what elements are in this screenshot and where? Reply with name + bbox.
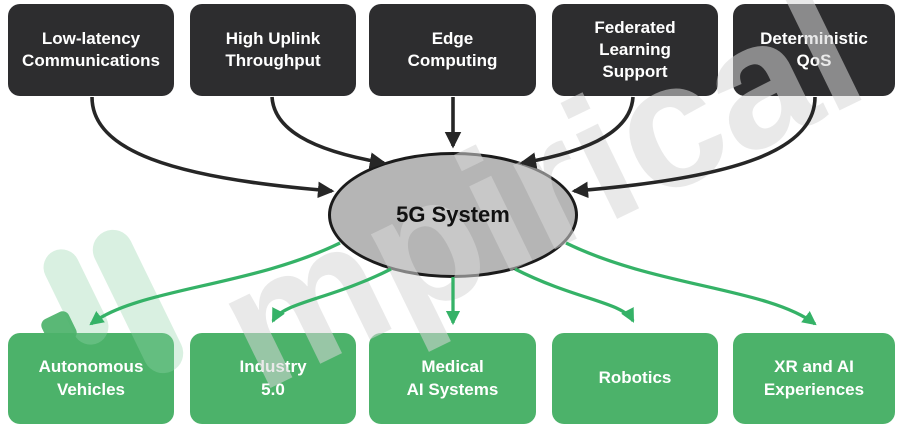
5g-system-label: 5G System	[396, 202, 510, 227]
arrow-input-deterministic-qos	[571, 96, 817, 199]
arrow-output-autonomous-vehicles	[89, 241, 341, 326]
output-box-medical-ai-systems: Medical AI Systems	[369, 333, 536, 424]
input-box-low-latency-communications: Low-latency Communications	[8, 4, 174, 96]
input-box-federated-learning-support: Federated Learning Support	[552, 4, 718, 96]
output-box-robotics: Robotics	[552, 333, 718, 424]
arrow-input-low-latency	[90, 96, 335, 199]
arrow-output-xr-ai-experiences	[565, 241, 817, 326]
input-box-high-uplink-throughput: High Uplink Throughput	[190, 4, 356, 96]
output-box-industry-5-0: Industry 5.0	[190, 333, 356, 424]
5g-system-ellipse	[328, 152, 578, 278]
output-box-xr-and-ai-experiences: XR and AI Experiences	[733, 333, 895, 424]
input-box-deterministic-qos: Deterministic QoS	[733, 4, 895, 96]
output-box-autonomous-vehicles: Autonomous Vehicles	[8, 333, 174, 424]
input-box-edge-computing: Edge Computing	[369, 4, 536, 96]
